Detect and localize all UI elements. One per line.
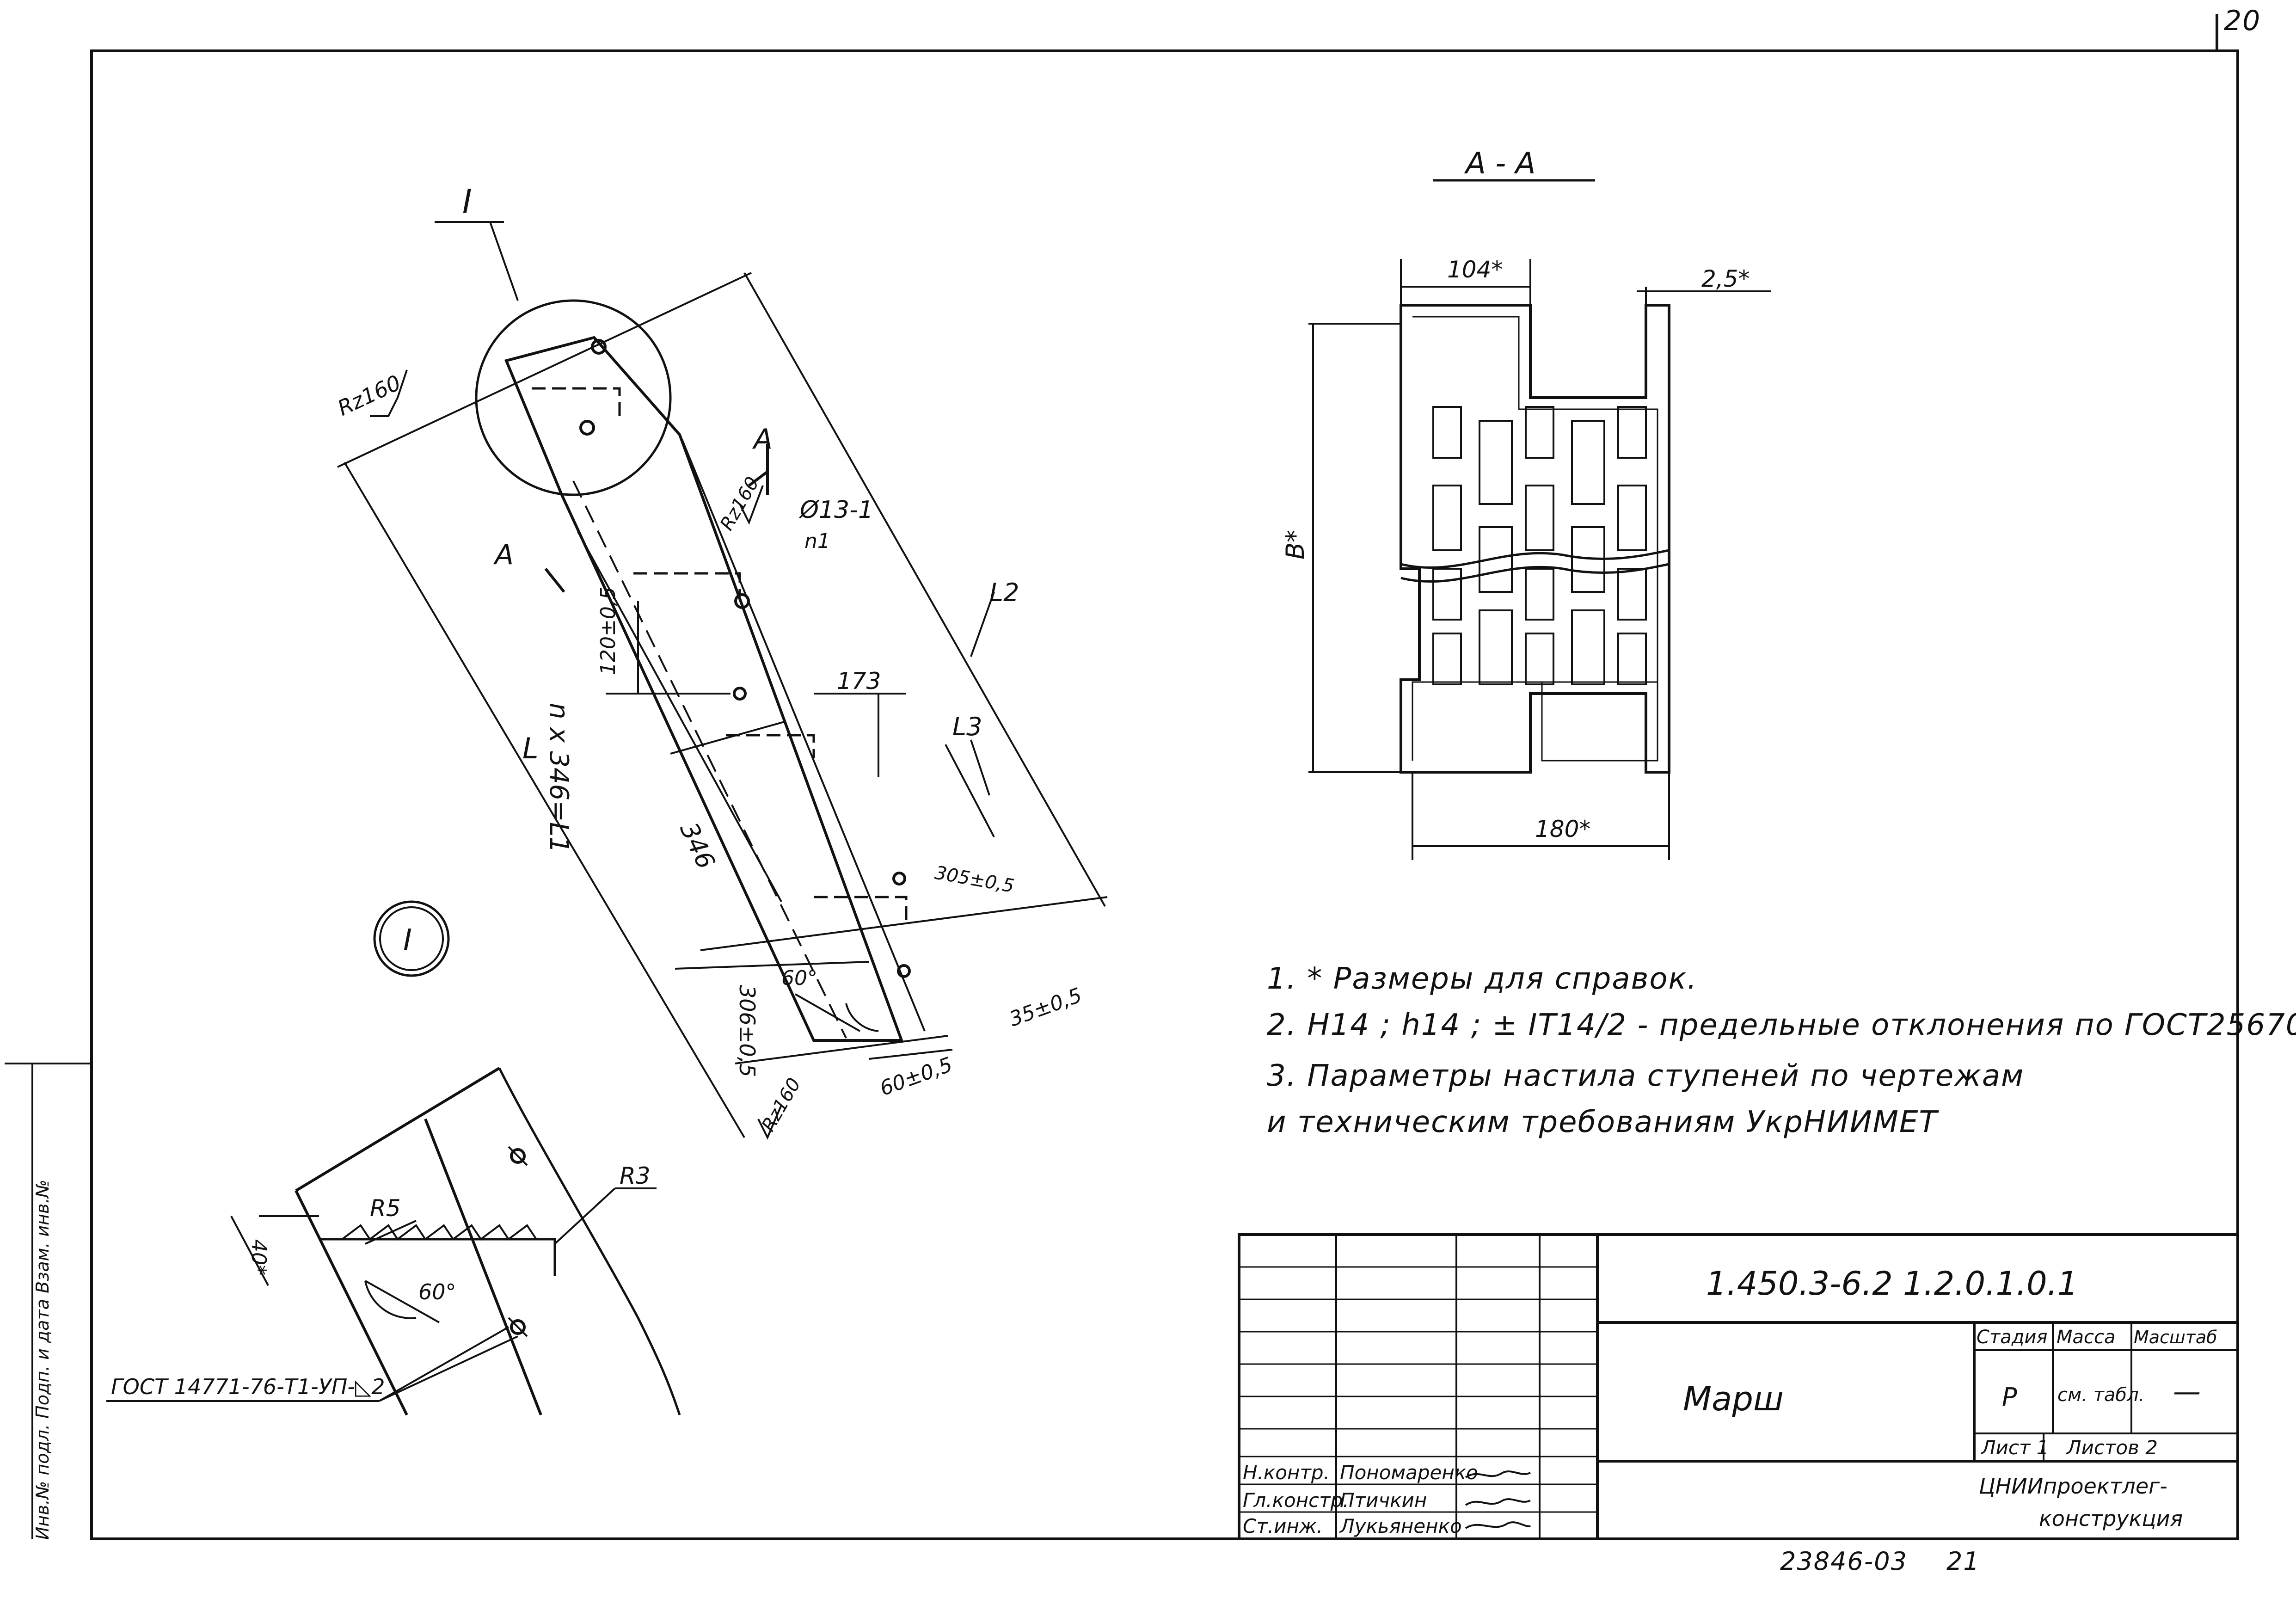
dim-n346: n x 346=L1 <box>544 703 574 853</box>
dim-l2: L2 <box>989 578 1019 607</box>
roughness-top: Rz160 <box>334 370 405 421</box>
drawing-name: Марш <box>1683 1379 1784 1418</box>
signature-name-3: Лукьяненко <box>1340 1515 1462 1537</box>
dim-l3: L3 <box>952 712 982 741</box>
detail-i <box>106 900 681 1416</box>
stringer-labels: I Rz160 Rz160 Rz160 Ø13-1 n1 А А 120±0,5… <box>334 183 1085 1135</box>
dim-60-deg: 60° <box>781 966 817 990</box>
hole-count-label: n1 <box>804 529 830 553</box>
section-mark-a-top: А <box>752 423 773 455</box>
dim-60: 60±0,5 <box>877 1053 955 1101</box>
weld-designation: ГОСТ 14771-76-Т1-УП-◺2 <box>111 1374 385 1399</box>
mass-header: Масса <box>2057 1327 2116 1348</box>
sheet-frame <box>5 14 2239 1540</box>
detail-label: I <box>403 923 412 958</box>
dim-width-top: 104* <box>1447 256 1503 283</box>
section-mark-a-left: А <box>493 539 514 571</box>
sheet-corner-number: 20 <box>2224 5 2261 37</box>
signature-name-1: Пономаренко <box>1340 1461 1478 1484</box>
document-number: 1.450.3-6.2 1.2.0.1.0.1 <box>1706 1265 2078 1303</box>
note-1: 1. * Размеры для справок. <box>1267 962 1698 996</box>
dim-width-bottom: 180* <box>1535 816 1590 842</box>
section-a-a <box>1308 179 1771 860</box>
sidebar-stamp-text: Инв.№ подл. Подп. и дата Взам. инв.№ <box>32 1179 53 1540</box>
detail-callout-label: I <box>462 183 472 221</box>
handwritten-signatures <box>1465 1470 1531 1529</box>
dim-173: 173 <box>837 668 881 695</box>
title-block-labels: 1.450.3-6.2 1.2.0.1.0.1 Марш Стадия Масс… <box>1683 1265 2217 1531</box>
dim-l: L <box>522 732 539 765</box>
angle-60: 60° <box>418 1279 456 1304</box>
dim-40: 40* <box>247 1239 270 1275</box>
page-number: 21 <box>1946 1547 1980 1576</box>
note-2: 2. Н14 ; h14 ; ± IT14/2 - предельные отк… <box>1267 1008 2296 1042</box>
dim-120: 120±0,5 <box>596 587 620 675</box>
dim-306: 306±0,5 <box>735 985 760 1077</box>
detail-labels: I R5 R3 40* 60° ГОСТ 14771-76-Т1-УП-◺2 <box>111 923 651 1399</box>
organization-line-1: ЦНИИпроектлег- <box>1979 1474 2167 1499</box>
signature-role-1: Н.контр. <box>1243 1461 1330 1484</box>
signature-role-2: Гл.констр. <box>1243 1489 1349 1512</box>
title-block-grid <box>1238 1233 2239 1540</box>
stage-value: Р <box>2002 1383 2017 1412</box>
roughness-bottom: Rz160 <box>758 1075 805 1135</box>
dim-height: В* <box>1281 530 1310 559</box>
scale-header: Масштаб <box>2134 1327 2217 1347</box>
signature-name-2: Птичкин <box>1340 1489 1427 1512</box>
hole-diameter-label: Ø13-1 <box>799 496 873 524</box>
dim-305: 305±0,5 <box>933 862 1016 897</box>
mass-value: см. табл. <box>2057 1384 2144 1406</box>
sheet-number: Лист 1 <box>1980 1436 2049 1459</box>
sheet-count: Листов 2 <box>2066 1436 2158 1459</box>
stage-header: Стадия <box>1977 1327 2047 1348</box>
radius-r3: R3 <box>620 1162 651 1189</box>
scale-value: — <box>2173 1376 2201 1408</box>
section-labels: А - А 104* 2,5* В* 180* <box>1281 147 1750 842</box>
note-3-continued: и техническим требованиям УкрНИИМЕТ <box>1267 1105 1938 1139</box>
radius-r5: R5 <box>370 1195 401 1222</box>
note-3: 3. Параметры настила ступеней по чертежа… <box>1267 1059 2025 1093</box>
dim-thickness: 2,5* <box>1701 265 1750 292</box>
section-title: А - А <box>1464 147 1535 181</box>
signature-role-3: Ст.инж. <box>1243 1515 1323 1537</box>
archive-number: 23846-03 <box>1780 1547 1908 1576</box>
organization-line-2: конструкция <box>2039 1506 2183 1531</box>
dim-35: 35±0,5 <box>1006 984 1085 1032</box>
stringer-part <box>337 221 1108 1140</box>
